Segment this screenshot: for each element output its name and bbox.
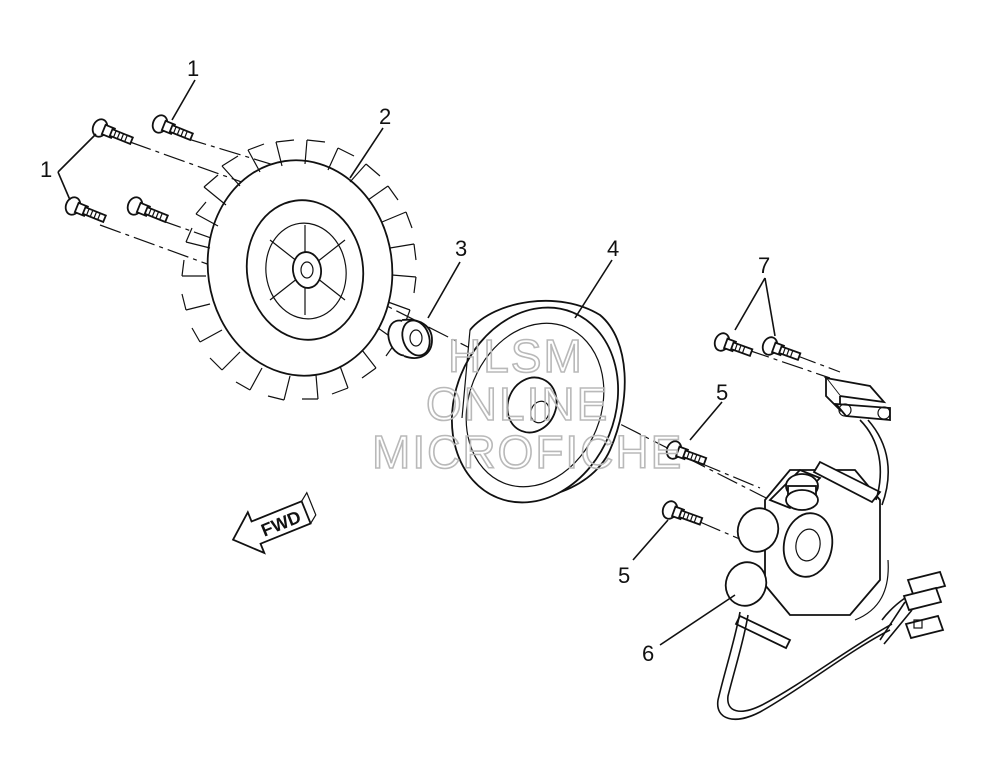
fwd-arrow: FWD — [231, 491, 317, 555]
bolt-upper-right — [151, 114, 195, 142]
watermark-line2: ONLINE — [426, 378, 609, 430]
bolt-lower-left — [64, 196, 108, 224]
callout-2: 2 — [379, 104, 391, 129]
screw-upper — [665, 440, 708, 466]
callout-5-lower: 5 — [618, 563, 630, 588]
screw-7-left — [713, 332, 754, 358]
pickup-coil — [823, 376, 891, 506]
callout-3: 3 — [455, 236, 467, 261]
collar — [387, 318, 433, 359]
screw-7-right — [761, 336, 802, 362]
callout-1-left: 1 — [40, 157, 52, 182]
bolt-lower-right — [126, 196, 170, 224]
connector-block — [881, 570, 947, 640]
watermark-line3: MICROFICHE — [372, 426, 683, 478]
watermark-line1: HLSM — [448, 330, 584, 382]
cooling-fan — [181, 139, 417, 401]
leader-lines — [57, 79, 776, 646]
callout-5-upper: 5 — [716, 380, 728, 405]
fan-blades — [181, 139, 417, 401]
screw-lower — [661, 500, 704, 526]
callout-4: 4 — [607, 236, 619, 261]
watermark: HLSM ONLINE MICROFICHE — [371, 329, 683, 479]
bolt-upper-left — [91, 118, 135, 146]
wire-harness — [717, 570, 947, 720]
callout-1-top: 1 — [187, 56, 199, 81]
stator-assembly — [724, 460, 889, 650]
callout-6: 6 — [642, 641, 654, 666]
callouts: 1 1 2 3 4 5 5 6 7 — [40, 56, 770, 666]
callout-7: 7 — [758, 253, 770, 278]
rotor — [451, 299, 626, 504]
